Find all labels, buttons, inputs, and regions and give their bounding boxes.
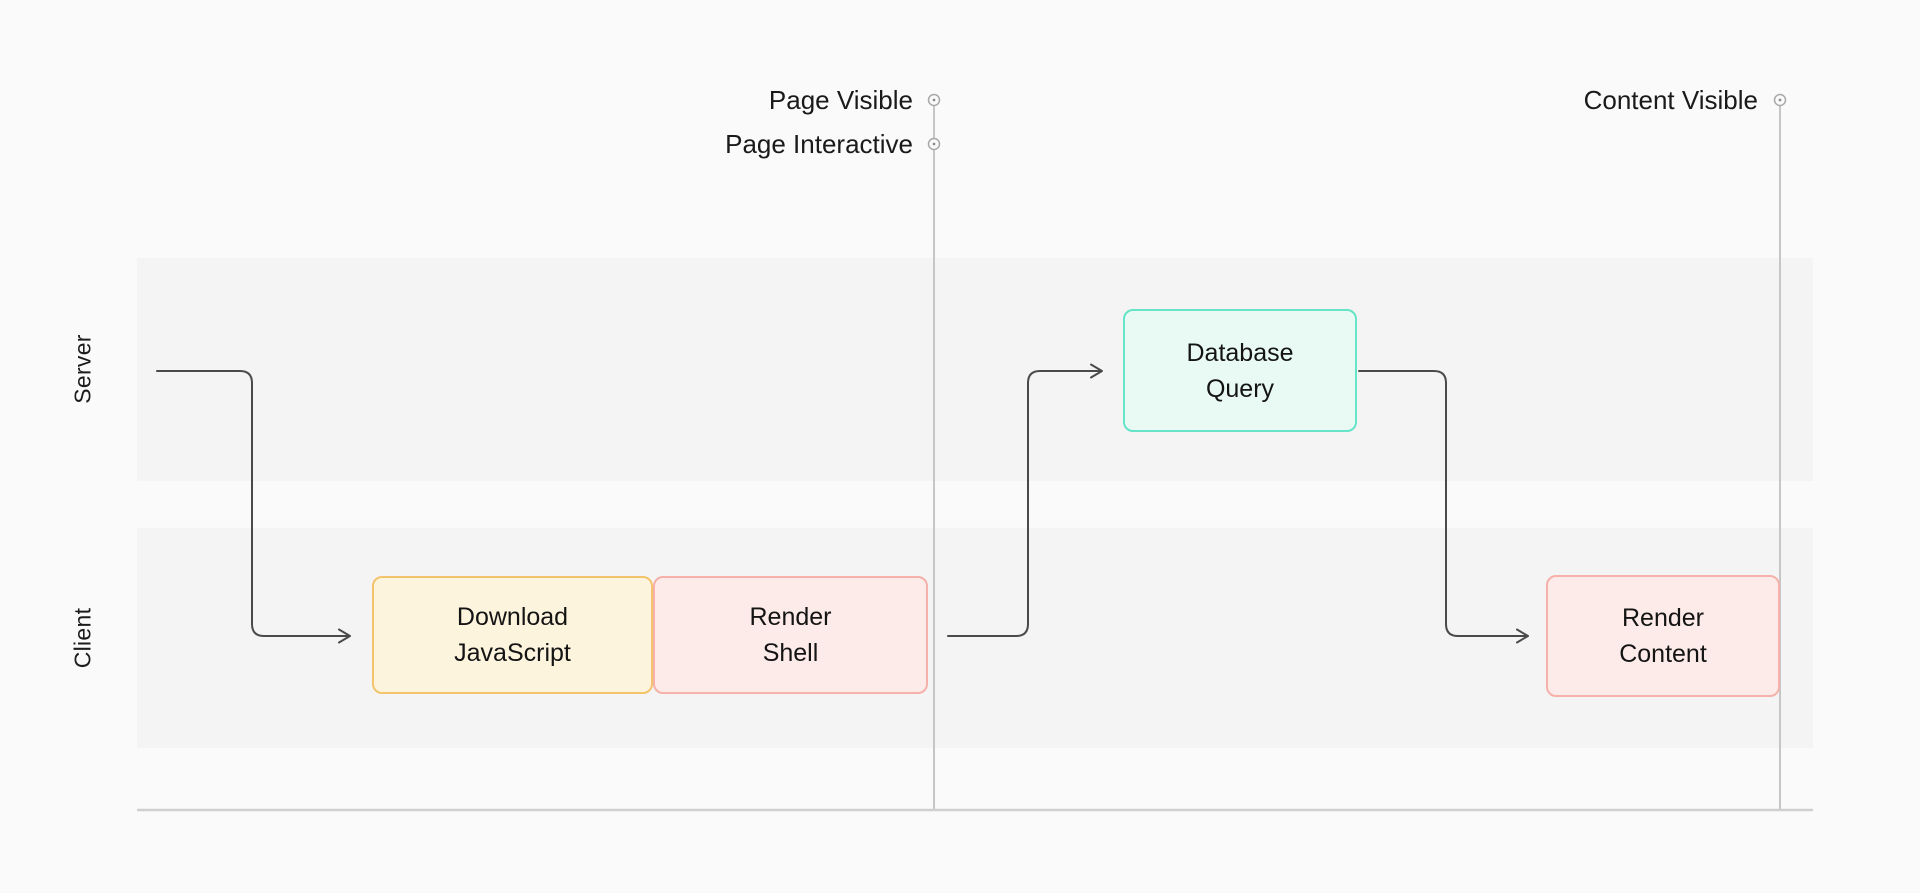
client-lane-label: Client: [69, 607, 96, 669]
content-visible-marker-icon: [1773, 93, 1787, 107]
arrow-database-query-to-render-content: [1358, 370, 1529, 644]
server-lane-band: [137, 258, 1813, 481]
page-interactive-marker-icon: [927, 137, 941, 151]
database-query-node: Database Query: [1123, 309, 1357, 432]
render-content-node: Render Content: [1546, 575, 1780, 697]
arrow-server-to-download-javascript: [156, 370, 351, 644]
arrow-render-shell-to-database-query: [947, 363, 1103, 637]
content-visible-label: Content Visible: [1583, 85, 1758, 115]
server-lane-label: Server: [69, 334, 96, 404]
page-visible-label: Page Visible: [768, 85, 913, 115]
page-interactive-label: Page Interactive: [725, 129, 913, 159]
render-shell-node: Render Shell: [653, 576, 928, 694]
download-javascript-node: Download JavaScript: [372, 576, 653, 694]
page-visible-marker-icon: [927, 93, 941, 107]
